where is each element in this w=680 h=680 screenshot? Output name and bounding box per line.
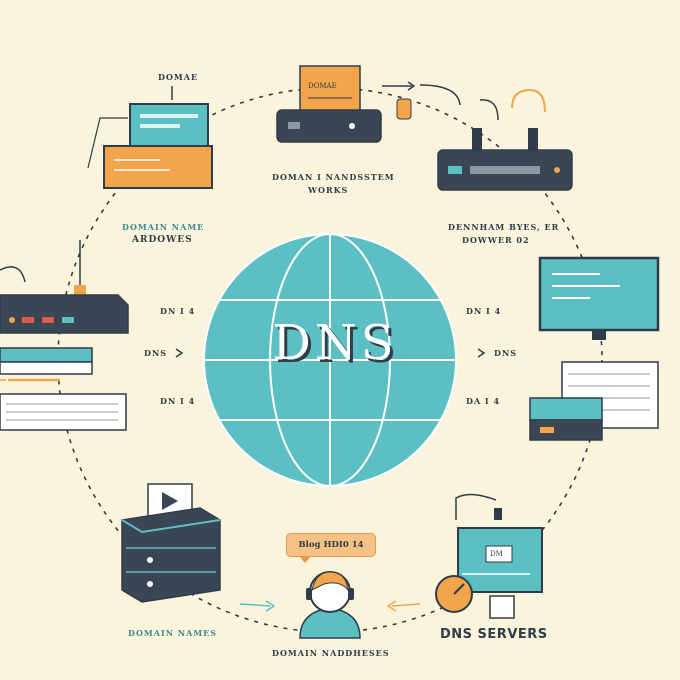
top-left-monitor-stack bbox=[87, 86, 213, 189]
label-bottom-right: DNS SERVERS bbox=[440, 627, 548, 642]
left-router-device bbox=[0, 240, 129, 334]
right-server-stack bbox=[529, 361, 659, 441]
top-router-device bbox=[276, 65, 382, 143]
label-right-top: DENNHAM BYES, ER bbox=[448, 222, 560, 232]
right-monitor-device bbox=[538, 256, 660, 340]
label-bottom-left: DOMAIN NAMES bbox=[128, 628, 218, 638]
label-right-top-sub: DOWWER 02 bbox=[462, 235, 530, 245]
label-top-center-sub: WORKS bbox=[308, 185, 349, 195]
bottom-right-monitor-device bbox=[435, 493, 543, 619]
label-right-dn-1: DN I 4 bbox=[466, 306, 502, 316]
center-dns-title: DNS bbox=[272, 315, 398, 371]
monitor-text: DM bbox=[490, 550, 503, 558]
label-left-dns: DNS bbox=[144, 348, 168, 358]
label-top-domain: DOMAE bbox=[158, 72, 199, 82]
bottom-left-server-device bbox=[121, 483, 221, 603]
flow-arrows bbox=[0, 81, 486, 612]
label-top-center: DOMAN I NANDSSTEM bbox=[272, 172, 395, 182]
dns-globe bbox=[203, 233, 457, 487]
label-right-dns: DNS bbox=[494, 348, 518, 358]
label-left-dn-1: DN I 4 bbox=[160, 306, 196, 316]
left-record-stack bbox=[0, 347, 127, 431]
label-left-domain: DOMAIN NAME bbox=[122, 222, 205, 232]
speech-tag: Blog HDI0 14 bbox=[286, 533, 376, 563]
user-avatar bbox=[299, 571, 361, 639]
label-left-dn-2: DN I 4 bbox=[160, 396, 196, 406]
top-right-rack-device bbox=[419, 84, 573, 191]
label-right-da: DA I 4 bbox=[466, 396, 501, 406]
label-left-domain-sub: ARDOWES bbox=[132, 235, 193, 245]
orange-connector-badge bbox=[396, 98, 412, 120]
label-bottom-center: DOMAIN NADDHESES bbox=[272, 648, 390, 658]
folder-text: DOMAE bbox=[308, 82, 337, 90]
